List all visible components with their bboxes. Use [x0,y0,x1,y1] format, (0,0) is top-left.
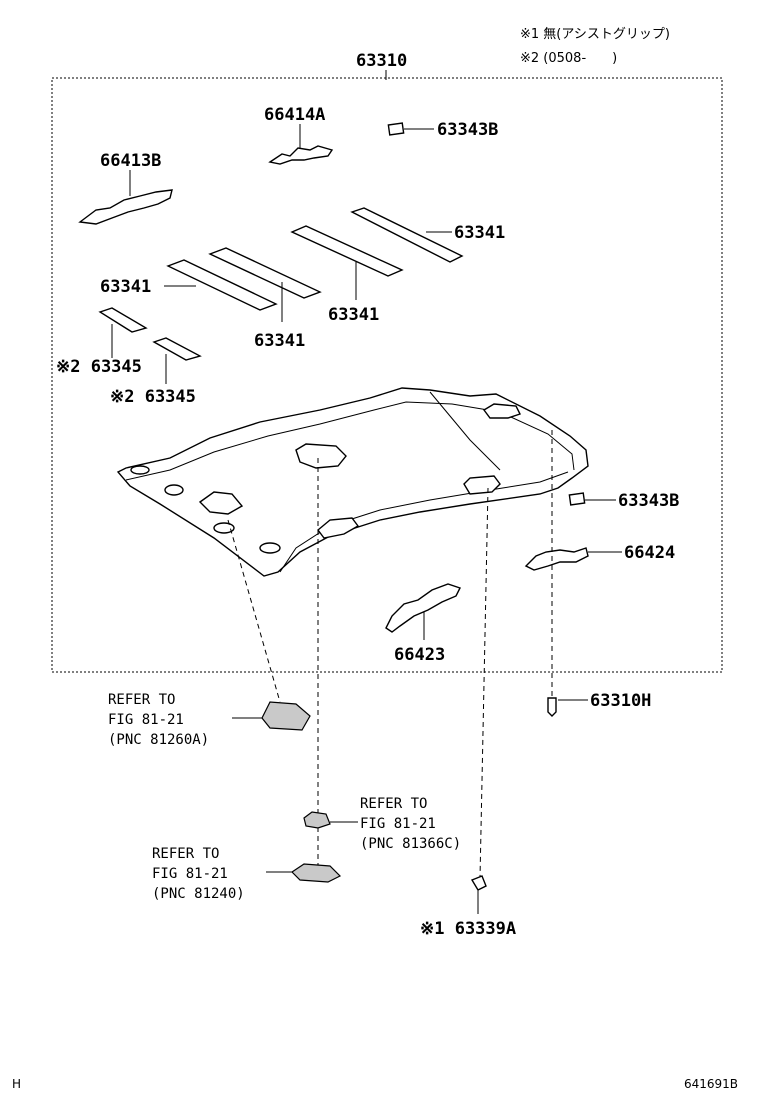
pad-63341-m1[interactable] [208,247,322,299]
footer-left: H [12,1077,21,1091]
headliner-opening-rear [482,403,521,419]
part-66424[interactable] [524,547,589,571]
part-ref3-lamp[interactable] [291,863,342,883]
part-66413B[interactable] [78,189,173,225]
part-66423[interactable] [385,583,461,633]
ref3-line3[interactable]: (PNC 81240) [152,886,245,902]
headliner-hole-1 [259,542,281,554]
pad-63345-a[interactable] [98,307,148,333]
ref3-line1[interactable]: REFER TO [152,846,219,862]
headliner-opening-grip [463,475,501,495]
note-2: ※2 (0508- ) [520,51,617,66]
headliner-crease [429,391,501,471]
part-66414A[interactable] [268,145,334,165]
label-66414A[interactable]: 66414A [264,105,325,125]
headliner-hole-2 [213,522,235,534]
ref1-line2[interactable]: FIG 81-21 [108,712,184,728]
note-1: ※1 無(アシストグリップ) [520,27,670,42]
headliner-body[interactable] [116,387,589,577]
part-ref2-clip[interactable] [303,811,331,829]
ref2-line3[interactable]: (PNC 81366C) [360,836,461,852]
label-63339A[interactable]: ※1 63339A [420,919,516,939]
part-63343B-top[interactable] [387,122,405,136]
headliner-opening-grip-left [317,517,360,539]
part-ref1-lamp[interactable] [261,701,311,731]
ref2-line1[interactable]: REFER TO [360,796,427,812]
ref3-line2[interactable]: FIG 81-21 [152,866,228,882]
ref1-line3[interactable]: (PNC 81260A) [108,732,209,748]
label-63341-l[interactable]: 63341 [100,277,151,297]
label-63310H[interactable]: 63310H [590,691,651,711]
part-63310H[interactable] [547,697,557,717]
headliner-hole-3 [164,484,184,496]
part-63343B-right[interactable] [568,492,586,506]
label-63341-r1[interactable]: 63341 [454,223,505,243]
assembly-label[interactable]: 63310 [356,51,407,71]
label-63343B-right[interactable]: 63343B [618,491,679,511]
headliner-lower-edge [279,471,569,573]
label-63345-b[interactable]: ※2 63345 [110,387,196,407]
headliner-opening-center [295,443,347,469]
ref1-line1[interactable]: REFER TO [108,692,175,708]
pad-63345-b[interactable] [152,337,202,361]
label-66423[interactable]: 66423 [394,645,445,665]
label-63341-m1[interactable]: 63341 [254,331,305,351]
label-66413B[interactable]: 66413B [100,151,161,171]
pad-63341-r1[interactable] [350,207,464,263]
pad-63341-l[interactable] [166,259,278,311]
headliner-hole-4 [130,465,150,475]
dash-63339A [479,487,489,879]
headliner-edge [125,401,575,481]
label-63345-a[interactable]: ※2 63345 [56,357,142,377]
label-66424[interactable]: 66424 [624,543,675,563]
label-63341-m2[interactable]: 63341 [328,305,379,325]
label-63343B-top[interactable]: 63343B [437,120,498,140]
ref2-line2[interactable]: FIG 81-21 [360,816,436,832]
pad-63341-m2[interactable] [290,225,404,277]
part-63339A[interactable] [470,875,487,891]
headliner-opening-front [198,491,244,515]
footer-right: 641691B [684,1077,738,1091]
dash-ref1 [227,519,281,703]
